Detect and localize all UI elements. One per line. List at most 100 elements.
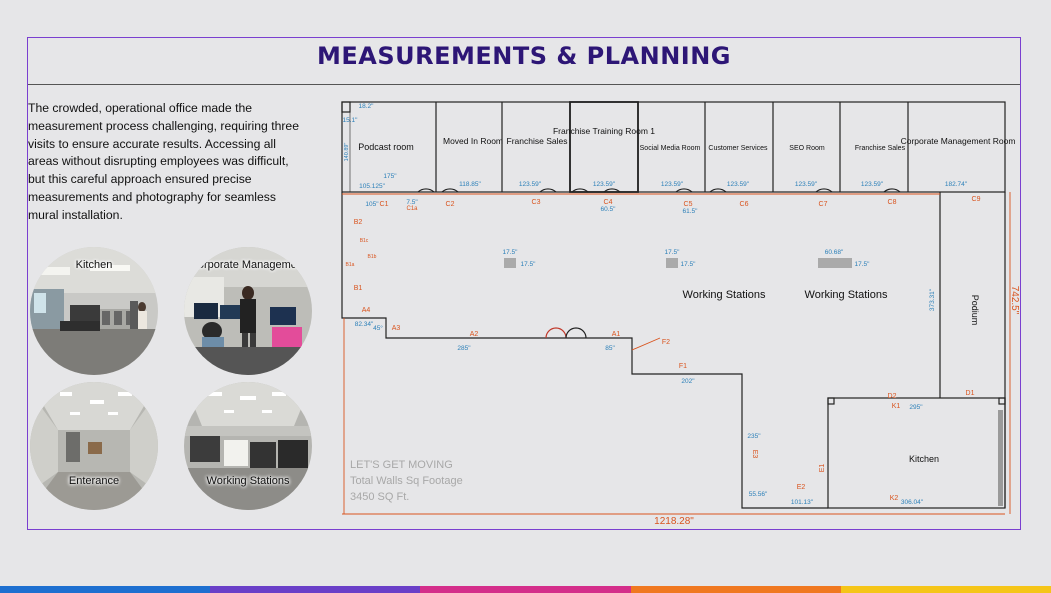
wall-label: D2 — [888, 393, 897, 400]
measurement: 202" — [681, 378, 695, 385]
measurement: 235" — [747, 433, 761, 440]
measurement: 61.5" — [683, 208, 699, 215]
corporate-management-photo-image — [184, 247, 312, 375]
measurement: 140.89" — [344, 143, 350, 162]
measurement: 17.5" — [681, 261, 697, 268]
measurement: 123.59" — [593, 181, 616, 188]
room-label: Franchise Sales — [855, 145, 906, 152]
wall-label: C9 — [972, 196, 981, 203]
slide-title: MEASUREMENTS & PLANNING — [316, 42, 731, 70]
total-height-measurement: 742.5" — [1009, 286, 1020, 315]
slide-description: The crowded, operational office made the… — [28, 101, 299, 222]
area-label: Working Stations — [805, 289, 888, 301]
measurement: 17.5" — [521, 261, 537, 268]
photo-label: Kitchen — [75, 259, 113, 271]
overlay-heading: LET'S GET MOVING — [350, 459, 453, 471]
color-strip — [0, 586, 1051, 593]
wall-label: K1 — [892, 403, 901, 410]
measurement: 306.04" — [901, 499, 924, 506]
wall-label: B1c — [360, 238, 369, 244]
title-bar: MEASUREMENTS & PLANNING — [28, 38, 1020, 85]
wall-label: A4 — [362, 307, 371, 314]
measurement: 101.13" — [791, 499, 814, 506]
wall-label: C4 — [604, 199, 613, 206]
wall-label: B1 — [354, 285, 363, 292]
wall-label: C3 — [532, 199, 541, 206]
wall-label: C2 — [446, 201, 455, 208]
photo-corporate-management: Corporate Management — [184, 247, 312, 375]
measurement: 18.2" — [359, 103, 375, 110]
measurement: 105.125" — [359, 183, 385, 190]
area-label: Working Stations — [683, 289, 766, 301]
wall-label: E2 — [797, 484, 806, 491]
wall-label: A1 — [612, 331, 621, 338]
slide-frame: MEASUREMENTS & PLANNING — [27, 37, 1021, 530]
wall-label: C8 — [888, 199, 897, 206]
strip-segment — [630, 586, 841, 593]
measurement: 182.74" — [945, 181, 968, 188]
room-label: Social Media Room — [640, 145, 701, 152]
wall-label: C7 — [819, 201, 828, 208]
measurement: 123.59" — [861, 181, 884, 188]
photo-label: Corporate Management — [189, 259, 307, 271]
photo-label: Working Stations — [206, 475, 290, 487]
wall-label: K2 — [890, 495, 899, 502]
measurement: 17.5" — [503, 249, 519, 256]
wall-label: C6 — [740, 201, 749, 208]
strip-segment — [0, 586, 211, 593]
measurement: 60.68" — [825, 249, 844, 256]
measurement: 123.59" — [727, 181, 750, 188]
wall-label: E1 — [819, 464, 826, 473]
measurement: 295" — [909, 404, 923, 411]
photo-working-stations: Working Stations — [184, 382, 312, 510]
measurement: 85" — [605, 345, 615, 352]
photo-label: Enterance — [68, 475, 120, 487]
measurement: 373.31" — [929, 288, 936, 311]
room-label: Podcast room — [358, 142, 414, 152]
overlay-line: 3450 SQ Ft. — [350, 491, 409, 503]
measurement: 123.59" — [519, 181, 542, 188]
measurement: 123.59" — [661, 181, 684, 188]
strip-segment — [840, 586, 1051, 593]
measurement: 45° — [373, 324, 383, 332]
wall-label: C1 — [380, 201, 389, 208]
measurement: 82.34" — [355, 321, 374, 328]
room-label: Customer Services — [708, 145, 768, 152]
room-label: Franchise Sales — [507, 136, 568, 146]
photo-kitchen: Kitchen — [30, 247, 158, 375]
wall-label: C5 — [684, 201, 693, 208]
measurement: 285" — [457, 345, 471, 352]
measurement: 105" — [365, 201, 379, 208]
overlay-line: Total Walls Sq Footage — [350, 475, 463, 487]
working-stations-photo-image — [184, 382, 312, 510]
wall-label: E3 — [751, 450, 758, 459]
floor-plan: Podcast room Moved In Room Franchise Sal… — [341, 101, 1020, 527]
wall-label: F1 — [679, 363, 687, 370]
measurement: 175" — [383, 173, 397, 180]
strip-segment — [210, 586, 421, 593]
photo-enterance: Enterance — [30, 382, 158, 510]
measurement: 15.1" — [343, 117, 359, 124]
room-label: Moved In Room — [443, 136, 503, 146]
measurement: 7.5" — [406, 199, 418, 206]
measurement: 17.5" — [855, 261, 871, 268]
wall-label: F2 — [662, 339, 670, 346]
wall-label: A3 — [392, 325, 401, 332]
enterance-photo-image — [30, 382, 158, 510]
wall-label: B1a — [346, 262, 355, 268]
room-label: Franchise Training Room 1 — [553, 126, 655, 136]
wall-label: B1b — [368, 254, 377, 260]
area-label: Podium — [970, 295, 980, 326]
measurement: 17.5" — [665, 249, 681, 256]
measurement: 118.85" — [459, 181, 481, 188]
measurement: 123.59" — [795, 181, 818, 188]
wall-label: C1a — [406, 206, 418, 212]
wall-label: A2 — [470, 331, 479, 338]
wall-label: B2 — [354, 219, 363, 226]
measurement: 55.56" — [749, 491, 768, 498]
wall-label: D1 — [966, 390, 975, 397]
room-label: SEO Room — [789, 145, 825, 152]
room-label: Corporate Management Room — [901, 136, 1016, 146]
area-label: Kitchen — [909, 454, 939, 464]
kitchen-photo-image — [30, 247, 158, 375]
